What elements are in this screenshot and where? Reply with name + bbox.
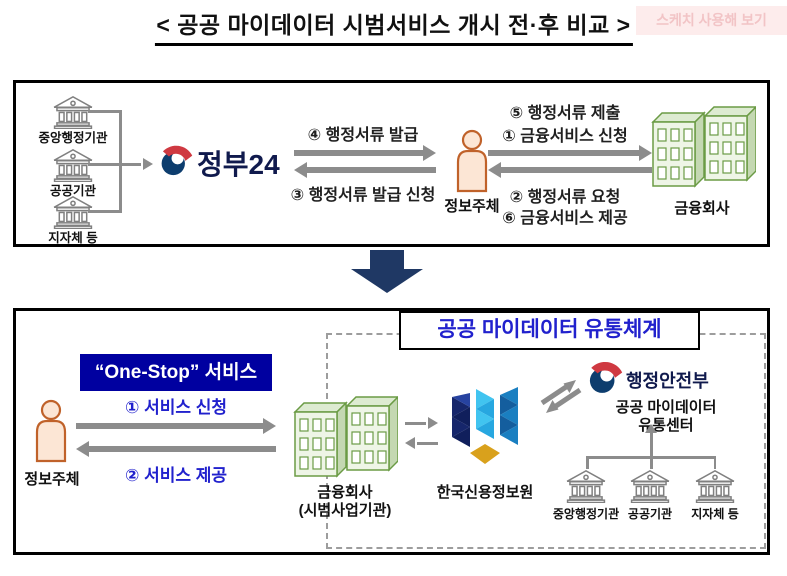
gov24-title: 정부24: [197, 149, 280, 180]
system-title: 공공 마이데이터 유통체계: [399, 311, 700, 350]
bracket-line: [713, 456, 716, 469]
bank-icon: [51, 195, 95, 229]
subject-label: 정보주체: [24, 471, 80, 488]
up-arrow-icon: [645, 424, 657, 433]
connector-line: [88, 210, 119, 213]
bracket-line: [586, 456, 589, 469]
before-panel: 중앙행정기관 공공기관: [13, 80, 770, 247]
source-label-central: 중앙행정기관: [552, 507, 620, 521]
flow-label-apply: ① 금융서비스 신청: [502, 128, 628, 145]
watermark: 스케치 사용해 보기: [636, 6, 787, 35]
company-buildings-icon: [292, 389, 398, 481]
down-arrow-icon: [351, 269, 423, 293]
flow-label-request-docs: ② 행정서류 요청: [509, 189, 621, 206]
pilot-company-label: 금융회사: [317, 484, 373, 501]
flow-arrow-left: [488, 162, 652, 178]
exchange-arrow-left: [405, 435, 438, 451]
connector-line: [88, 110, 119, 113]
mois-taegeuk-icon: [584, 357, 624, 397]
onestop-banner: “One-Stop” 서비스: [80, 354, 272, 391]
source-label-local: 지자체 등: [48, 231, 98, 245]
flow-arrow-left: [294, 162, 436, 178]
company-buildings-icon: [650, 99, 756, 191]
person-icon: [32, 399, 70, 463]
bank-icon: [51, 95, 95, 129]
cis-logo-icon: [442, 387, 526, 473]
flow-label-provide: ⑥ 금융서비스 제공: [502, 210, 628, 227]
mydata-center-label-line1: 공공 마이데이터: [615, 399, 717, 416]
source-label-local: 지자체 등: [691, 507, 739, 521]
flow-arrow-right: [76, 418, 276, 434]
flow-arrow-right: [294, 145, 436, 161]
merge-arrow-icon: [120, 156, 153, 172]
after-panel: 공공 마이데이터 유통체계 “One-Stop” 서비스 정보주체 ① 서비스 …: [13, 308, 770, 555]
gov24-taegeuk-icon: [156, 141, 194, 179]
flow-label-service-apply: ① 서비스 신청: [124, 398, 228, 417]
flow-label-service-provide: ② 서비스 제공: [124, 466, 228, 485]
bank-icon: [628, 469, 672, 503]
up-arrow-line: [650, 433, 653, 469]
person-icon: [453, 129, 491, 193]
pilot-company-sublabel: (시범사업기관): [298, 502, 392, 519]
cis-label: 한국신용정보원: [436, 484, 534, 501]
bank-icon: [564, 469, 608, 503]
flow-label-issue: ④ 행정서류 발급: [307, 127, 419, 144]
diagonal-exchange-arrows-icon: [536, 373, 586, 421]
bank-icon: [51, 148, 95, 182]
source-label-central: 중앙행정기관: [38, 131, 108, 145]
exchange-arrow-right: [405, 415, 438, 431]
flow-label-submit: ⑤ 행정서류 제출: [509, 105, 621, 122]
flow-arrow-right: [488, 145, 652, 161]
flow-label-issue-request: ③ 행정서류 발급 신청: [290, 187, 436, 204]
flow-arrow-left: [76, 441, 276, 457]
connector-line: [119, 110, 122, 213]
connector-line: [88, 163, 119, 166]
bank-icon: [693, 469, 737, 503]
source-label-public: 공공기관: [627, 507, 673, 521]
source-label-public: 공공기관: [49, 184, 97, 198]
company-label: 금융회사: [674, 200, 730, 217]
mois-name: 행정안전부: [626, 371, 709, 391]
down-arrow-icon: [370, 250, 404, 270]
subject-label: 정보주체: [444, 198, 500, 215]
page-title: < 공공 마이데이터 시범서비스 개시 전·후 비교 >: [154, 6, 633, 46]
